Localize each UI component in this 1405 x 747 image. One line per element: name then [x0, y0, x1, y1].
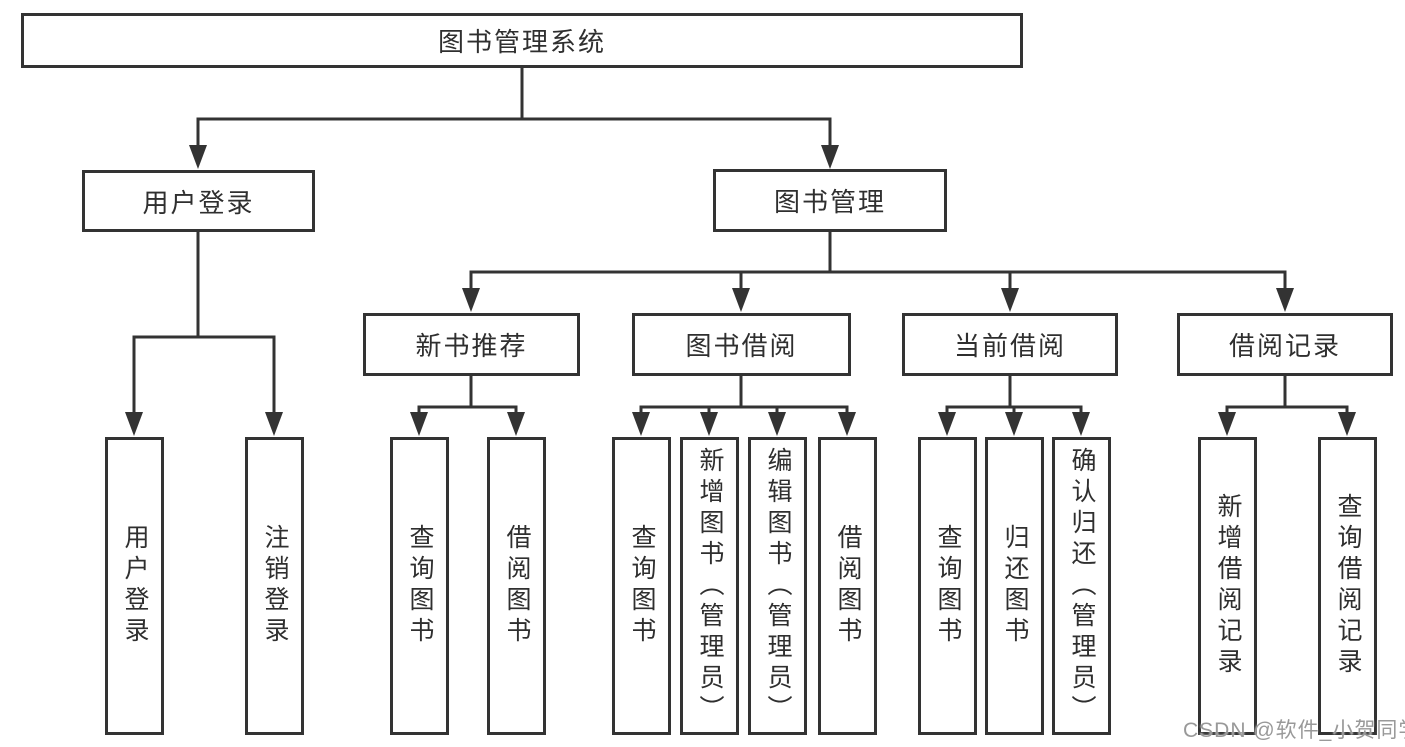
leaf-query-borrow-record: 查询借阅记录: [1318, 437, 1377, 735]
leaf-add-book-admin: 新增图书（管理员）: [680, 437, 739, 735]
leaf-label: 确认归还（管理员）: [1068, 446, 1096, 726]
node-label: 图书管理: [773, 187, 886, 217]
node-user-login: 用户登录: [82, 170, 315, 232]
leaf-label: 借阅图书: [834, 524, 862, 648]
node-borrow-records: 借阅记录: [1177, 313, 1393, 376]
node-current-borrow: 当前借阅: [902, 313, 1118, 376]
leaf-query-books-borrow: 查询图书: [612, 437, 671, 735]
node-label: 用户登录: [142, 187, 255, 218]
leaf-label: 查询图书: [934, 524, 962, 648]
leaf-edit-book-admin: 编辑图书（管理员）: [748, 437, 807, 735]
node-label: 借阅记录: [1228, 331, 1341, 361]
node-label: 当前借阅: [953, 331, 1066, 361]
node-new-book-recommend: 新书推荐: [363, 313, 580, 376]
leaf-label: 用户登录: [121, 524, 149, 648]
node-label: 图书管理系统: [437, 27, 606, 57]
leaf-logout: 注销登录: [245, 437, 304, 735]
leaf-label: 新增图书（管理员）: [696, 446, 724, 726]
leaf-add-borrow-record: 新增借阅记录: [1198, 437, 1257, 735]
node-book-management: 图书管理: [713, 169, 947, 232]
node-label: 图书借阅: [685, 331, 798, 361]
leaf-query-books-recommend: 查询图书: [390, 437, 449, 735]
leaf-user-login: 用户登录: [105, 437, 164, 735]
leaf-label: 查询借阅记录: [1334, 493, 1362, 679]
leaf-label: 编辑图书（管理员）: [764, 446, 792, 726]
leaf-borrow-books-recommend: 借阅图书: [487, 437, 546, 735]
leaf-label: 注销登录: [261, 524, 289, 648]
leaf-return-books: 归还图书: [985, 437, 1044, 735]
node-library-management-system: 图书管理系统: [21, 13, 1023, 68]
leaf-query-books-current: 查询图书: [918, 437, 977, 735]
node-book-borrow: 图书借阅: [632, 313, 851, 376]
leaf-label: 借阅图书: [503, 524, 531, 648]
leaf-borrow-books: 借阅图书: [818, 437, 877, 735]
leaf-label: 新增借阅记录: [1214, 493, 1242, 679]
leaf-label: 查询图书: [406, 524, 434, 648]
node-label: 新书推荐: [415, 331, 528, 361]
leaf-label: 查询图书: [628, 524, 656, 648]
leaf-label: 归还图书: [1001, 524, 1029, 648]
watermark: CSDN @软件_小贺同学: [1183, 719, 1405, 742]
leaf-confirm-return-admin: 确认归还（管理员）: [1052, 437, 1111, 735]
